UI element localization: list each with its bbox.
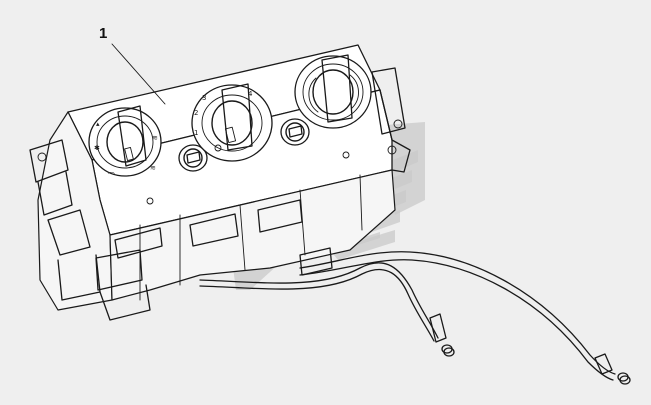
center-dial-mark-1: 1 [194,129,198,137]
right-bracket-hole [393,119,403,129]
right-dial-knob-grip [321,54,353,123]
center-dial-mark-4: 4 [248,90,253,98]
left-bracket-hole [37,152,47,162]
cable-right-connector [594,353,613,375]
svg-text:▴: ▴ [96,120,100,128]
left-dial: ✱ ▴ ⌒ ≋ ≋ [88,105,162,180]
cable-left [199,262,439,339]
right-small-knob [280,118,310,146]
left-bracket [29,139,69,183]
left-dial-knob-grip [117,105,147,167]
cable-right [299,251,616,375]
callout-1-leader [111,43,166,105]
center-dial-mark-3: 3 [202,94,206,102]
cable-right-ring-terminal [617,372,631,385]
svg-text:⌒: ⌒ [108,172,115,180]
svg-text:✱: ✱ [94,144,100,152]
left-small-knob [178,144,208,172]
cable-left-ring-terminal [441,344,455,357]
svg-text:≋: ≋ [152,134,158,142]
center-dial-mark-2: 2 [194,109,198,117]
center-dial: 1 2 3 4 [191,83,273,162]
cable-left-connector [429,313,447,343]
right-bracket [371,67,406,135]
cables [199,251,631,385]
svg-text:≋: ≋ [150,164,156,172]
right-dial [294,54,372,129]
housing-lower-body [109,169,396,301]
callout-1-label: 1 [99,25,108,42]
